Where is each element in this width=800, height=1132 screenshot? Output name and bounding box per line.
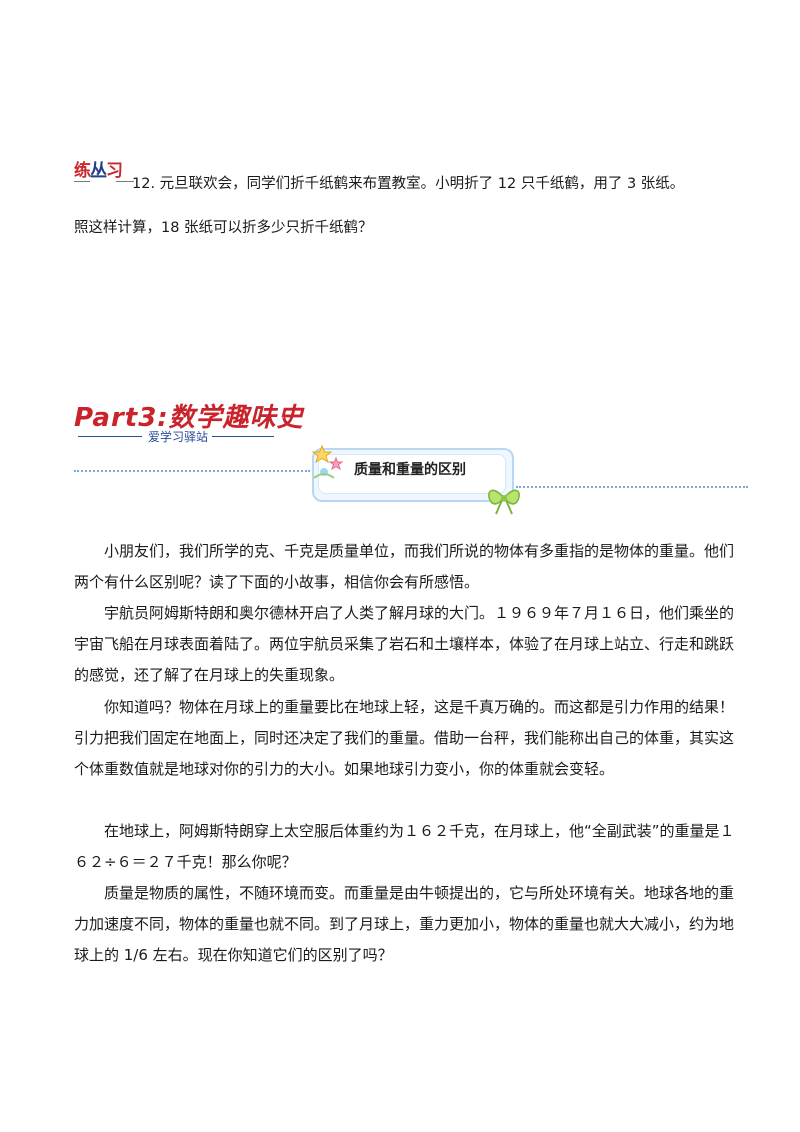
paragraph-intro: 小朋友们，我们所学的克、千克是质量单位，而我们所说的物体有多重指的是物体的重量。… [74, 542, 735, 591]
bow-decoration-icon [488, 489, 520, 515]
part3-subtitle: 爱学习驿站 [78, 428, 274, 444]
practice-badge: 练丛习 [74, 156, 134, 186]
paragraph-gravity: 你知道吗？物体在月球上的重量要比在地球上轻，这是千真万确的。而这都是引力作用的结… [74, 698, 735, 778]
stars-decoration-icon [312, 444, 344, 479]
dotted-divider-left [74, 470, 310, 472]
badge-logo-text: 练丛习 [74, 161, 123, 181]
paragraph-armstrong-weight: 在地球上，阿姆斯特朗穿上太空服后体重约为１６２千克，在月球上，他“全副武装”的重… [74, 822, 735, 871]
paragraph-moon-landing: 宇航员阿姆斯特朗和奥尔德林开启了人类了解月球的大门。１９６９年７月１６日，他们乘… [74, 604, 735, 684]
part3-title: Part3:数学趣味史 [74, 403, 304, 433]
question-12-line2: 照这样计算，18 张纸可以折多少只折千纸鹤？ [74, 220, 373, 236]
paragraph-mass-vs-weight: 质量是物质的属性，不随环境而变。而重量是由牛顿提出的，它与所处环境有关。地球各地… [74, 884, 735, 964]
banner-title: 质量和重量的区别 [354, 462, 466, 478]
topic-banner: 质量和重量的区别 [306, 444, 520, 515]
part3-subtitle-text: 爱学习驿站 [148, 430, 209, 444]
badge-underline [74, 178, 134, 184]
question-12-line1: 12. 元旦联欢会，同学们折千纸鹤来布置教室。小明折了 12 只千纸鹤，用了 3… [132, 176, 685, 192]
dotted-divider-right [516, 486, 748, 488]
